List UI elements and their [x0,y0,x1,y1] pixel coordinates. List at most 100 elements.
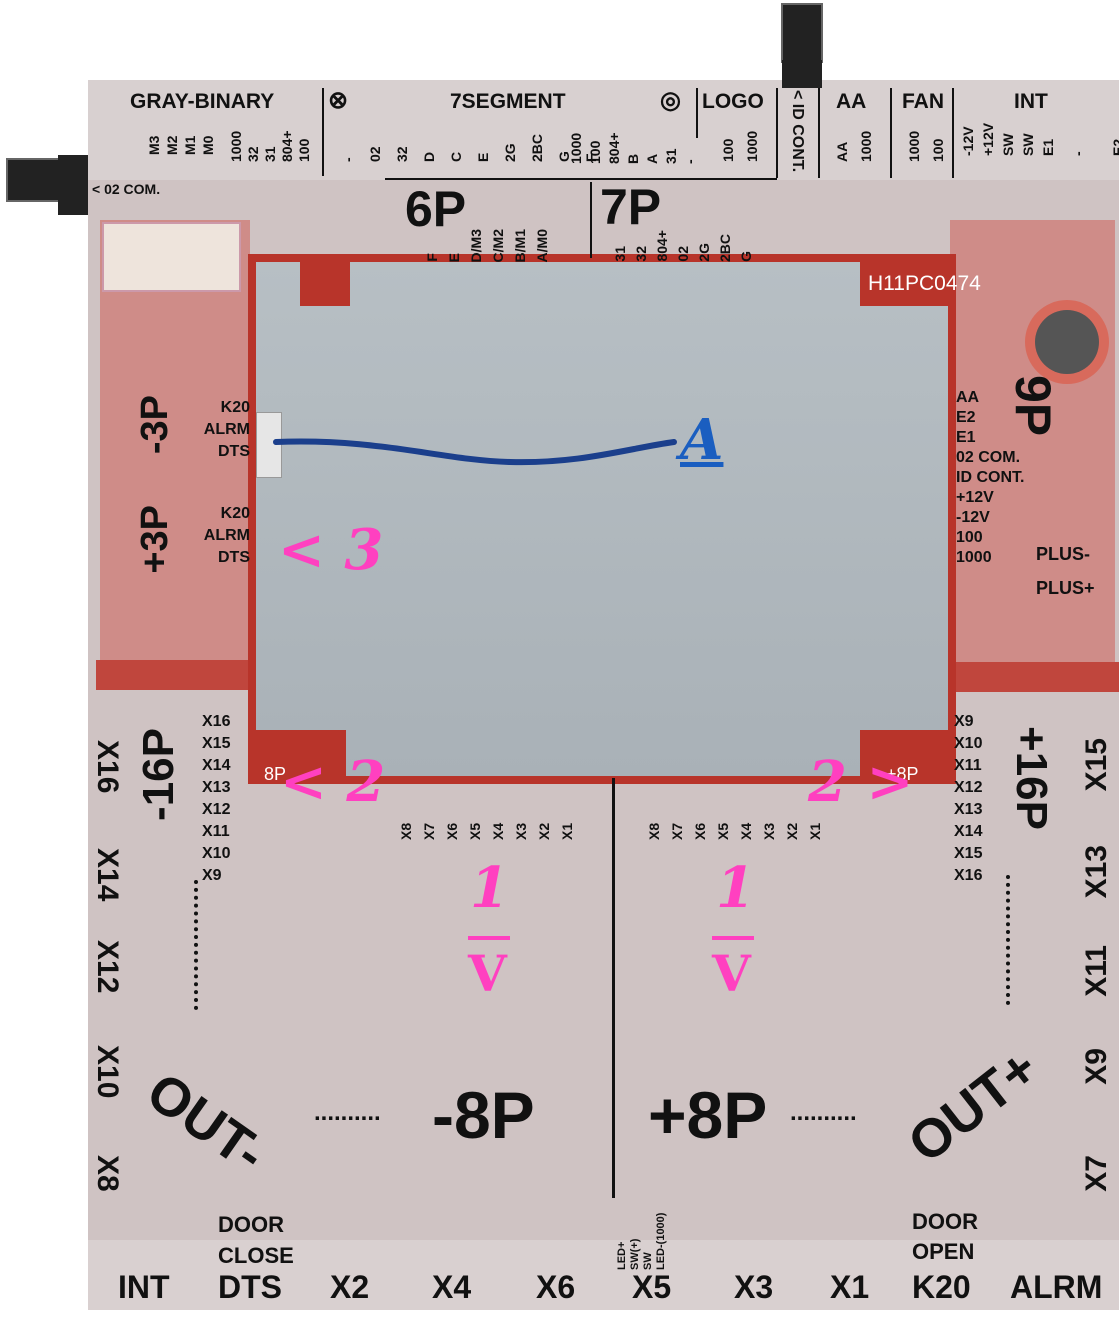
header-plus-8p: +8P [648,1078,768,1152]
group-int: INT [1014,90,1048,113]
marker-2-left: < 2 [280,749,386,815]
pin-label: 100 [956,529,983,546]
right-red-bar [950,662,1119,692]
pin-label: C/M2 [490,228,506,262]
pin-label: 804+ [606,132,622,164]
pin-label: E2 [956,409,976,426]
pin-label: 100 [587,140,603,164]
pin-label: 1000 [228,130,244,162]
seg-pins-b: 1000 100 804+ B A 31 - [568,112,698,164]
plus-plus-label: PLUS+ [1036,578,1095,598]
p7-pins: 31 32 804+ 02 2G 2BC G [612,206,754,262]
int-pins: -12V +12V SW SW E1 - E2 [960,112,1119,156]
pin-label: E1 [1040,138,1056,156]
header-6p: 6P [405,181,467,237]
pin-label: G [738,251,754,262]
pin-label: M3 [146,135,162,155]
pin-label: - [682,159,698,164]
bottom-header-band [88,1240,1119,1310]
x5-pins: LED+ SW(+) SW LED-(1000) [616,1198,667,1270]
pin-label: B/M1 [512,228,528,262]
divider-6p-7p [590,182,592,258]
silk-8p-right: +8P [886,764,919,784]
pin-label: X3 [513,822,529,840]
dots-right: .......... [790,1099,857,1126]
fan-pins: 1000 100 [906,122,946,162]
seg-pins-a: - 02 32 D C E 2G 2BC G F [340,118,599,162]
right-edge-x13: X13 [1080,845,1113,899]
pin-label: X13 [202,779,231,796]
pin-label: D [421,151,437,162]
pin-label: SW [642,1252,654,1270]
pin-label: +12V [980,122,996,156]
pin-label: 1000 [858,130,874,162]
pin-label: ALRM [203,527,250,544]
pin-label: C [448,151,464,162]
pin-label: 100 [720,138,736,162]
marker-1-left: 1 [470,855,509,921]
gray-binary-pins: M3 M2 M1 M0 [146,115,216,155]
divider-1 [322,88,324,176]
pin-label: 2BC [717,233,733,262]
pin-label: 02 [675,246,691,262]
marker-2-right: 2 > [808,749,914,815]
upper-3p-pins: K20 ALRM DTS [204,398,250,461]
pin-label: X6 [444,822,460,840]
pin-label: X2 [536,822,552,840]
divider-2 [696,88,698,138]
pin-label: AA [956,389,980,406]
pin-label: X5 [467,822,483,840]
pin-label: X6 [692,822,708,840]
pin-label: X15 [954,845,983,862]
pin-label: M0 [200,135,216,155]
marker-1-right-arrow: V [712,944,751,1003]
pin-label: X9 [202,867,222,884]
pin-label: X3 [761,822,777,840]
pin-label: B [625,153,641,164]
pin-label: X12 [202,801,231,818]
pin-label: A/M0 [534,228,550,262]
pin-label: M2 [164,135,180,155]
right-8p-pins: X8 X7 X6 X5 X4 X3 X2 X1 [646,790,823,840]
pin-label: X14 [954,823,983,840]
left-edge-x14: X14 [91,848,124,902]
pin-label: X15 [202,735,231,752]
pin-label: DTS [218,549,250,566]
lcd-corner-tr [860,262,948,306]
pin-label: 31 [663,148,679,164]
pin-label: DTS [218,443,250,460]
pin-label: X11 [954,757,982,774]
left-8p-pins: X8 X7 X6 X5 X4 X3 X2 X1 [398,790,575,840]
group-logo: LOGO [702,90,764,113]
left-edge-x16: X16 [91,740,124,794]
pin-label: X9 [954,713,974,730]
pin-label: 1000 [906,130,922,162]
pin-label: X7 [421,822,437,840]
divider-h-top [385,178,777,180]
lcd-corner-br [860,730,948,776]
pin-label: E1 [956,429,976,446]
bottom-label-x2: X2 [330,1269,370,1305]
left-jumper-connector [6,158,60,202]
lcd-display [248,254,956,784]
pin-label: X8 [398,822,414,840]
pin-label: 2BC [529,133,545,162]
pin-label: K20 [220,399,250,416]
dot-circle-icon: ◎ [660,87,681,114]
left-edge-x10: X10 [91,1045,124,1099]
pin-label: X14 [202,757,231,774]
left-jumper-pins [58,155,88,215]
pin-label: D/M3 [468,228,484,262]
id-cont-label: < ID CONT. [789,90,806,173]
pin-label: X16 [202,713,231,730]
pin-label: 100 [930,138,946,162]
pin-label: X10 [954,735,983,752]
pin-label: F [424,253,440,262]
divider-4 [818,88,820,178]
right-dotted-line [1006,875,1010,1005]
logo-pins: 100 1000 [720,122,760,162]
right-9p-pins: AA E2 E1 02 COM. ID CONT. +12V -12V 100 … [956,388,1024,567]
divider-3 [776,88,778,178]
pin-label: 32 [633,246,649,262]
aa-pins: AA 1000 [834,122,874,162]
